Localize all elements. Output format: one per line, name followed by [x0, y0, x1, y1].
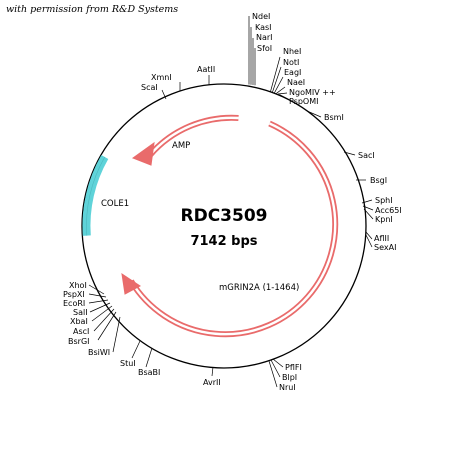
- site-cluster-aflii: [365, 231, 373, 248]
- site-label-nrui: NruI: [279, 383, 296, 392]
- amp-label: AMP: [172, 141, 190, 151]
- site-label-sexai: SexAI: [374, 243, 396, 252]
- site-label-nari: NarI: [256, 33, 273, 42]
- plasmid-size: 7142 bps: [190, 234, 257, 249]
- amp-arrow: [131, 114, 239, 166]
- site-label-eagi: EagI: [284, 68, 301, 77]
- credit-text: with permission from R&D Systems: [6, 4, 179, 15]
- site-cluster-pflfi: [268, 358, 284, 388]
- plasmid-backbone: [81, 83, 367, 369]
- site-cluster-xhoi: [88, 284, 121, 353]
- site-label-noti: NotI: [283, 58, 299, 67]
- site-label-aatii: AatII: [197, 65, 215, 74]
- site-label-aflii: AflII: [374, 234, 389, 243]
- site-label-stui: StuI: [120, 359, 136, 368]
- site-label-sali: SalI: [73, 308, 88, 317]
- site-label-kasi: KasI: [255, 23, 272, 32]
- site-tick-bsabi: [145, 347, 153, 368]
- site-label-xmni: XmnI: [151, 73, 172, 82]
- site-label-xhoi: XhoI: [69, 281, 87, 290]
- site-label-bsgi: BsgI: [370, 176, 387, 185]
- site-label-bsabi: BsaBI: [138, 368, 160, 377]
- site-label-pflfi: PflFI: [285, 363, 302, 372]
- site-label-scai: ScaI: [141, 83, 158, 92]
- site-label-blpi: BlpI: [282, 373, 297, 382]
- site-label-bsiwi: BsiWI: [88, 348, 110, 357]
- site-label-acc65i: Acc65I: [375, 206, 402, 215]
- site-label-asci: AscI: [73, 327, 89, 336]
- site-cluster-nhei: [270, 56, 289, 100]
- site-label-xbai: XbaI: [70, 317, 88, 326]
- site-tick-stui: [131, 340, 141, 359]
- site-tick-scai: [161, 89, 167, 100]
- plasmid-name: RDC3509: [181, 206, 268, 226]
- site-label-sphi: SphI: [375, 196, 393, 205]
- site-label-pspxi: PspXI: [63, 290, 85, 299]
- site-label-kpni: KpnI: [375, 215, 393, 224]
- site-label-sfoi: SfoI: [257, 44, 272, 53]
- site-label-ndei: NdeI: [252, 12, 270, 21]
- site-label-naei: NaeI: [287, 78, 305, 87]
- site-label-bsmi: BsmI: [324, 113, 344, 122]
- insert-label: mGRIN2A (1-1464): [219, 283, 299, 293]
- site-tick-avrii: [211, 366, 214, 377]
- site-label-bsrgi: BsrGI: [68, 337, 90, 346]
- cole1-feature-outline: [86, 156, 106, 236]
- insert-arrow: [121, 120, 339, 338]
- site-label-ngomiv: NgoMIV ++: [289, 88, 336, 97]
- site-label-avrii: AvrII: [203, 378, 221, 387]
- site-label-ecori: EcoRI: [63, 299, 85, 308]
- site-label-pspomi: PspOMI: [289, 97, 319, 106]
- cole1-label: COLE1: [101, 199, 129, 209]
- site-tick-bsmi: [306, 110, 322, 118]
- site-tick-saci: [343, 151, 356, 156]
- site-label-nhei: NheI: [283, 47, 301, 56]
- site-cluster-sphi: [361, 199, 374, 220]
- site-cluster-ndei: [248, 16, 256, 86]
- site-label-saci: SacI: [358, 151, 375, 160]
